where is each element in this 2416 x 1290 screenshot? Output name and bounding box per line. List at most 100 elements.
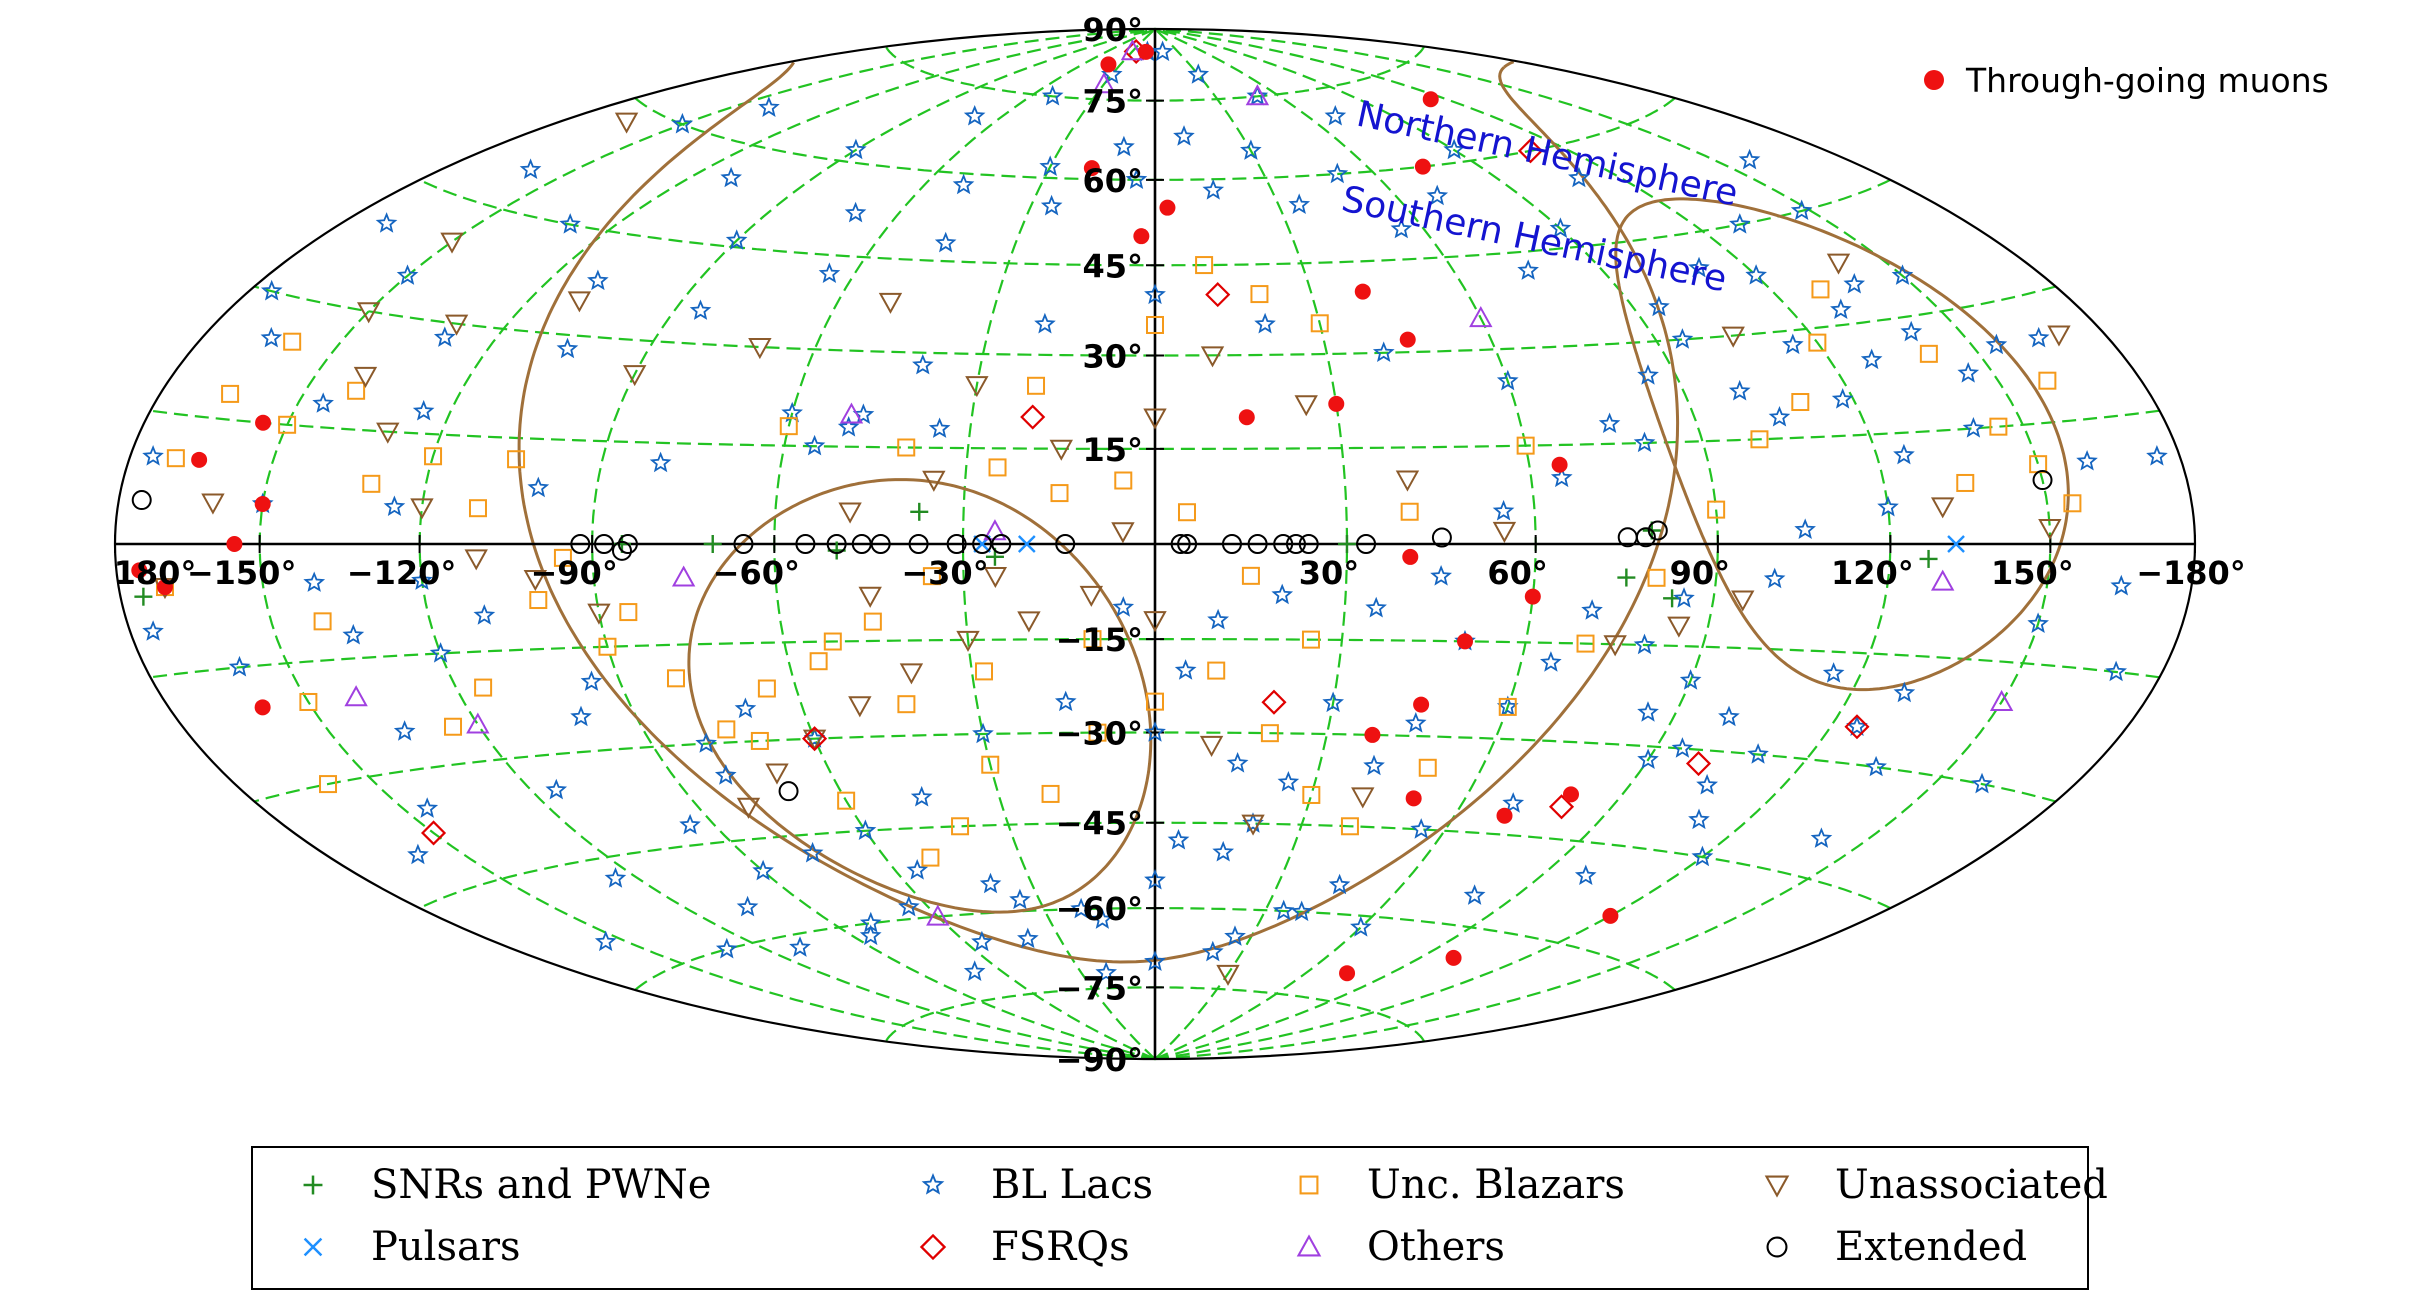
bllac-marker (412, 399, 435, 421)
latitude-tick-label: 75° (1082, 83, 1143, 121)
blazar-marker (1114, 471, 1133, 490)
muon-marker (1133, 228, 1150, 245)
bllac-marker (527, 476, 550, 498)
snr-marker (910, 502, 929, 521)
bllac-marker (559, 213, 581, 234)
bllac-marker (1679, 669, 1702, 690)
bllac-marker (844, 201, 867, 223)
blazar-marker (1250, 285, 1269, 304)
others-marker (926, 904, 950, 926)
blazar-marker (278, 415, 297, 434)
latitude-tick-label: 45° (1082, 247, 1143, 285)
bllac-marker (312, 392, 334, 413)
bllac-marker (587, 269, 609, 291)
extended-marker (1285, 534, 1306, 554)
longitude-tick-label: 180° (114, 554, 197, 592)
bllac-marker (952, 173, 975, 195)
bllac-marker (852, 403, 875, 425)
bllac-marker (1790, 199, 1813, 220)
legend-item: SNRs and PWNe (293, 1158, 711, 1212)
pulsar-marker (1017, 535, 1036, 553)
blazar-marker (1808, 333, 1827, 352)
bllac-marker (1041, 84, 1064, 106)
extended-marker (946, 534, 967, 554)
unassociated-marker (848, 696, 872, 718)
unassociated-marker (1199, 735, 1224, 757)
latitude-tick-label: −15° (1056, 621, 1143, 659)
unassociated-marker (1294, 395, 1318, 417)
bllac-marker (1144, 868, 1166, 890)
unassociated-marker (965, 376, 989, 398)
bllac-marker (963, 104, 986, 126)
bllac-marker (2076, 450, 2098, 471)
latitude-tick-label: −30° (1056, 715, 1143, 753)
fsrq-marker (1844, 714, 1870, 740)
blazar-marker (362, 474, 381, 493)
blazar-marker (444, 717, 463, 736)
bllac-marker (396, 264, 419, 285)
blazar-marker (1400, 502, 1419, 521)
pulsar-markers (973, 535, 1965, 553)
muon-marker (156, 579, 173, 596)
muon-marker (1551, 456, 1568, 473)
legend-marker-tri-down (1764, 1175, 1790, 1198)
blazar-marker (529, 591, 548, 610)
blazar-marker (319, 775, 338, 794)
fsrq-marker (1517, 138, 1544, 164)
blazar-marker (468, 499, 487, 518)
unassociated-marker (1241, 814, 1265, 836)
unassociated-marker (614, 112, 639, 134)
extended-markers (131, 470, 2053, 802)
unassociated-marker (1200, 346, 1225, 368)
others-marker (1989, 689, 2014, 711)
legend-label: SNRs and PWNe (371, 1162, 712, 1208)
bllac-marker (2027, 326, 2050, 348)
blazar-marker (1750, 430, 1769, 449)
bllac-marker (1187, 63, 1210, 84)
legend-label: Extended (1835, 1224, 2028, 1270)
bllac-marker (1893, 681, 1916, 703)
blazar-marker (313, 612, 332, 631)
bllac-marker (714, 764, 737, 785)
latitude-tick-label: −45° (1056, 805, 1143, 843)
muon-marker (1159, 199, 1176, 216)
bllac-marker (818, 262, 841, 284)
bllac-marker (1696, 773, 1719, 795)
bllac-marker (1365, 596, 1387, 618)
unassociated-marker (765, 763, 789, 785)
extended-marker (1356, 534, 1377, 554)
muon-marker (1364, 726, 1381, 743)
blazar-marker (1516, 436, 1535, 455)
bllac-marker (1426, 184, 1449, 206)
latitude-tick-label: −90° (1056, 1041, 1143, 1079)
bllac-marker (1372, 341, 1395, 363)
longitude-tick-label: −90° (530, 554, 617, 592)
muon-marker (1402, 548, 1419, 565)
bllac-marker (1326, 162, 1349, 184)
longitude-tick-label: 30° (1299, 554, 1360, 592)
blazar-marker (1302, 785, 1321, 804)
unassociated-marker (1216, 964, 1240, 986)
bllac-marker (519, 158, 542, 180)
muon-marker (1399, 331, 1416, 348)
blazar-marker (975, 662, 994, 681)
bllac-marker (912, 353, 934, 375)
bllac-marker (1173, 125, 1195, 146)
extended-marker (2032, 470, 2053, 491)
extended-marker (972, 534, 993, 554)
blazar-marker (1083, 630, 1102, 649)
muon-legend: Through-going muons (1924, 61, 2329, 100)
bllac-marker (1763, 567, 1786, 589)
bllac-marker (1404, 712, 1427, 733)
legend-item: Pulsars (293, 1220, 521, 1274)
horizon-1 (517, 61, 1680, 964)
blazar-marker (1146, 315, 1164, 334)
extended-marker (1431, 527, 1452, 548)
bllac-marker (1633, 633, 1656, 655)
longitude-tick-label: 90° (1670, 554, 1731, 592)
blazar-marker (1041, 784, 1060, 803)
bllac-marker (1040, 194, 1063, 216)
blazar-marker (1260, 724, 1279, 743)
others-marker (1245, 84, 1270, 106)
fsrq-marker (1261, 689, 1287, 715)
